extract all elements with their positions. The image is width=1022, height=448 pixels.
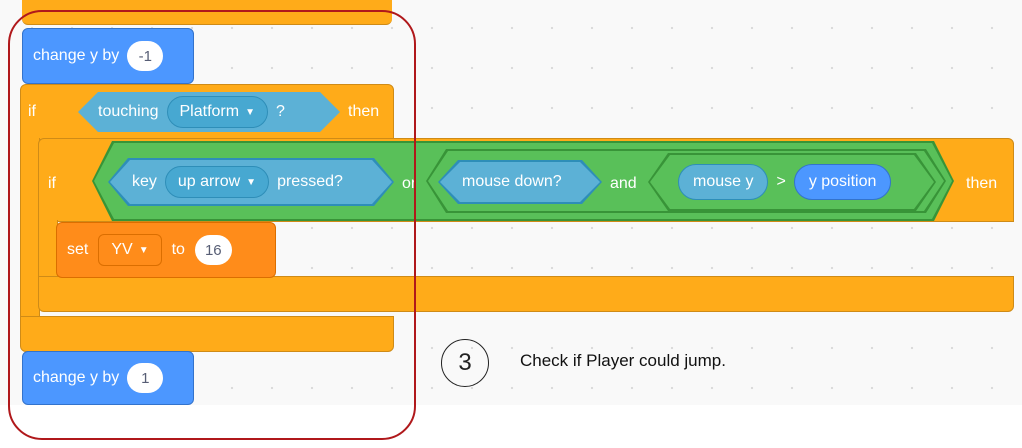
chevron-down-icon: ▼ <box>246 176 257 188</box>
change-y-label: change y by <box>33 47 120 64</box>
then-keyword: then <box>348 103 380 120</box>
change-y-block-top[interactable]: change y by -1 <box>22 28 194 84</box>
inner-if-keyword: if <box>48 175 56 192</box>
mouse-y-reporter[interactable]: mouse y <box>678 164 768 200</box>
key-dropdown-label: up arrow <box>177 173 241 190</box>
touching-sensing-block[interactable]: touching Platform ▼ ? <box>78 92 340 132</box>
touching-target-label: Platform <box>179 103 240 120</box>
mouse-down-label: mouse down? <box>462 173 562 190</box>
change-y-bottom-label: change y by <box>33 369 120 386</box>
pressed-label: pressed? <box>277 173 343 190</box>
y-position-reporter[interactable]: y position <box>794 164 892 200</box>
step-number-badge: 3 <box>441 339 489 387</box>
set-label: set <box>67 241 89 258</box>
set-variable-block[interactable]: set YV ▼ to 16 <box>56 222 276 278</box>
and-keyword: and <box>610 175 637 192</box>
inner-then-keyword: then <box>966 175 998 192</box>
to-label: to <box>171 241 185 258</box>
greater-than-operator-block[interactable]: mouse y > y position <box>650 155 934 209</box>
if-touching-bottom-arm <box>20 316 394 352</box>
change-y-value-input[interactable]: -1 <box>127 41 164 71</box>
touching-target-dropdown[interactable]: Platform ▼ <box>167 96 268 128</box>
greater-than-symbol: > <box>776 173 786 190</box>
change-y-block-bottom[interactable]: change y by 1 <box>22 351 194 405</box>
script-top-edge[interactable] <box>22 0 392 25</box>
change-y-bottom-value-input[interactable]: 1 <box>127 363 164 393</box>
if-keyword: if <box>28 103 36 120</box>
key-pressed-sensing-block[interactable]: key up arrow ▼ pressed? <box>110 160 392 204</box>
question-mark-label: ? <box>275 103 285 120</box>
or-keyword: or <box>402 175 417 192</box>
step-note-text: Check if Player could jump. <box>520 351 726 370</box>
highlight-circle <box>8 10 416 440</box>
key-dropdown[interactable]: up arrow ▼ <box>165 166 269 198</box>
mouse-down-sensing-block[interactable]: mouse down? <box>440 162 600 202</box>
if-key-or-mouse-bottom-arm <box>38 276 1014 312</box>
key-label: key <box>132 173 157 190</box>
variable-name-label: YV <box>111 241 133 258</box>
touching-label: touching <box>98 103 159 120</box>
variable-dropdown[interactable]: YV ▼ <box>98 234 162 266</box>
chevron-down-icon: ▼ <box>138 244 149 256</box>
set-value-input[interactable]: 16 <box>194 235 232 265</box>
chevron-down-icon: ▼ <box>245 106 255 118</box>
